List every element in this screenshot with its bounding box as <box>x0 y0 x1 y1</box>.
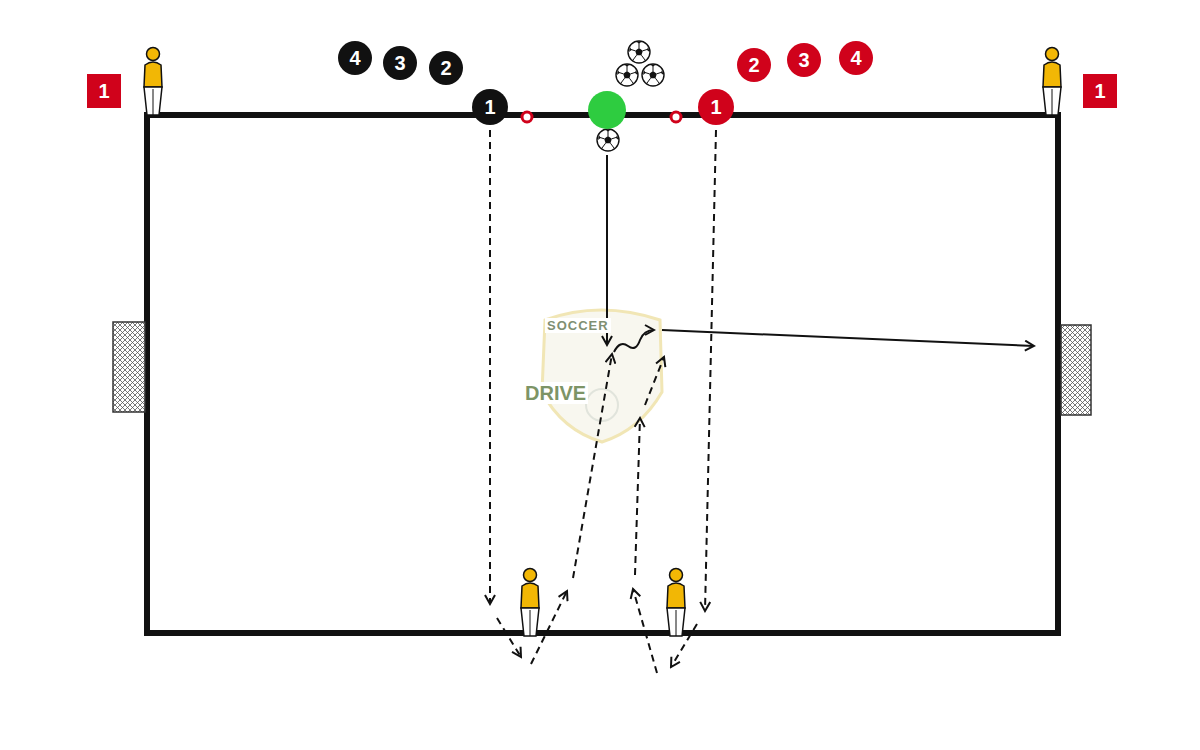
player-circle: 4 <box>338 41 372 75</box>
goal-left <box>113 322 145 412</box>
callout-number: 2 <box>440 58 451 78</box>
player-circle: 3 <box>383 46 417 80</box>
player-run-black <box>490 130 612 664</box>
ball-path <box>607 155 1034 352</box>
player-circle: 1 <box>698 89 734 125</box>
player-circle: 3 <box>787 43 821 77</box>
callout-number: 3 <box>798 50 809 70</box>
group-number-box: 1 <box>1083 74 1117 108</box>
watermark-shield <box>542 310 662 442</box>
mannequin <box>144 48 162 116</box>
player-circle: 4 <box>839 41 873 75</box>
callout-number: 4 <box>349 48 360 68</box>
callout-number: 4 <box>850 48 861 68</box>
player-circle: 1 <box>472 89 508 125</box>
group-number-box: 1 <box>87 74 121 108</box>
ball <box>597 129 619 151</box>
ball <box>616 64 638 86</box>
callout-number: 1 <box>1094 81 1105 101</box>
mannequin <box>667 569 685 637</box>
field-outline <box>147 115 1058 633</box>
watermark-text: DRIVE <box>523 382 588 404</box>
player-circle: 2 <box>737 48 771 82</box>
player-run-red <box>633 130 716 673</box>
callout-number: 2 <box>748 55 759 75</box>
mannequin <box>1043 48 1061 116</box>
ball <box>628 41 650 63</box>
goal-right <box>1061 325 1091 415</box>
mannequin <box>521 569 539 637</box>
player-circle: 2 <box>429 51 463 85</box>
cone <box>522 112 532 122</box>
callout-number: 1 <box>484 97 495 117</box>
cone <box>671 112 681 122</box>
callout-number: 1 <box>710 97 721 117</box>
ball <box>642 64 664 86</box>
coach-marker <box>588 91 626 129</box>
callout-number: 3 <box>394 53 405 73</box>
watermark-text: SOCCER <box>545 318 611 333</box>
callout-number: 1 <box>98 81 109 101</box>
